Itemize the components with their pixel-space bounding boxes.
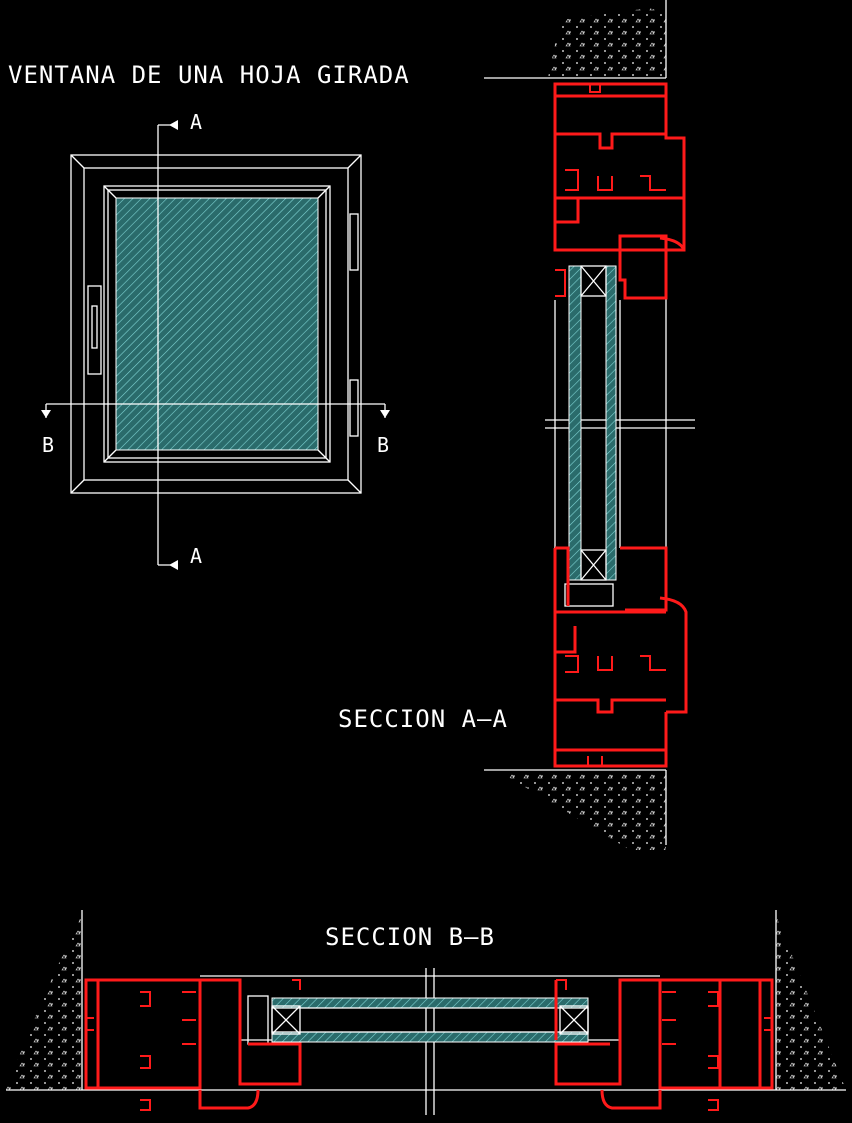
drawing-title: VENTANA DE UNA HOJA GIRADA [8,61,410,89]
hinge-top-icon [349,213,359,271]
section-bb-label: SECCION B–B [325,923,495,951]
section-bb-drawing [6,910,846,1115]
handle-icon [87,285,102,375]
section-aa-label: SECCION A–A [338,705,508,733]
hinge-bottom-icon [349,379,359,437]
cut-b-right-label: B [377,433,390,457]
cut-a-bottom-label: A [190,544,203,568]
glass-pane [115,197,319,451]
section-aa-drawing [484,0,695,850]
cut-b-left-label: B [42,433,55,457]
window-elevation [70,154,362,494]
cut-line-b: B B [41,403,390,457]
cut-line-a: A A [157,110,203,570]
cut-a-top-label: A [190,110,203,134]
